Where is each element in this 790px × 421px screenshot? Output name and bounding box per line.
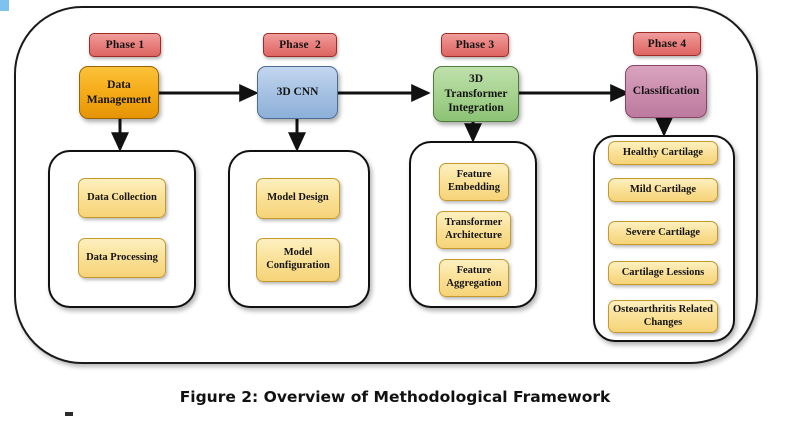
group-box-phase-2 — [228, 150, 370, 308]
bottom-artifact — [65, 412, 73, 416]
corner-artifact — [0, 0, 9, 11]
phase-badge-4: Phase 4 — [633, 32, 701, 56]
sub-box-severe-cartilage[interactable]: Severe Cartilage — [608, 221, 718, 245]
sub-box-data-processing[interactable]: Data Processing — [78, 238, 166, 278]
stage-box-data-management[interactable]: Data Management — [79, 66, 159, 119]
sub-box-cartilage-lessions[interactable]: Cartilage Lessions — [608, 261, 718, 285]
sub-box-healthy-cartilage[interactable]: Healthy Cartilage — [608, 141, 718, 165]
sub-box-feature-embedding[interactable]: Feature Embedding — [439, 163, 509, 201]
sub-box-osteoarthritis-related-changes[interactable]: Osteoarthritis Related Changes — [608, 300, 718, 333]
sub-box-feature-aggregation[interactable]: Feature Aggregation — [439, 259, 509, 297]
sub-box-mild-cartilage[interactable]: Mild Cartilage — [608, 178, 718, 202]
phase-badge-1: Phase 1 — [89, 33, 161, 57]
stage-box-classification[interactable]: Classification — [625, 65, 707, 118]
phase-badge-3: Phase 3 — [441, 33, 509, 57]
figure-caption: Figure 2: Overview of Methodological Fra… — [179, 388, 611, 406]
stage-box-3d-cnn[interactable]: 3D CNN — [257, 66, 338, 119]
stage-box-3d-transformer-integration[interactable]: 3D Transformer Integration — [433, 66, 519, 122]
sub-box-transformer-architecture[interactable]: Transformer Architecture — [436, 211, 511, 249]
sub-box-model-design[interactable]: Model Design — [256, 178, 340, 219]
group-box-phase-1 — [48, 150, 196, 308]
sub-box-model-configuration[interactable]: Model Configuration — [256, 238, 340, 282]
sub-box-data-collection[interactable]: Data Collection — [78, 178, 166, 218]
phase-badge-2: Phase 2 — [263, 33, 337, 57]
